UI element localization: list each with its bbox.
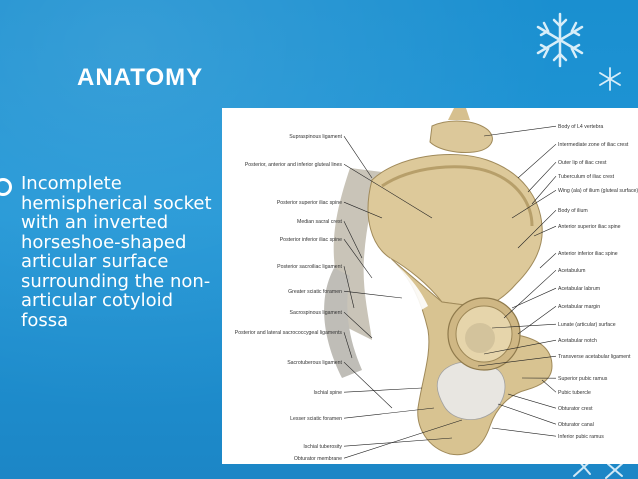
figure-label-right: Tuberculum of iliac crest [558,174,615,180]
figure-label-left: Lesser sciatic foramen [290,416,342,422]
leader-line [483,125,557,137]
leader-line [343,361,393,409]
leader-line [343,387,423,393]
figure-label-right: Acetabular margin [558,304,600,310]
leader-line [343,332,353,359]
figure-label-right: Body of L4 vertebra [558,124,603,130]
snowflake-small-icon [597,66,623,92]
leader-line [483,339,557,355]
leader-line [343,419,463,459]
figure-label-left: Sacrotuberous ligament [287,360,342,366]
leader-line [343,266,355,309]
figure-label-right: Obturator crest [558,406,593,412]
figure-label-left: Ischial tuberosity [303,444,342,450]
leader-line [343,221,363,259]
snowflake-large-icon [530,10,590,70]
figure-label-right: Intermediate zone of iliac crest [558,142,629,148]
figure-label-right: Wing (ala) of ilium (gluteal surface) [558,188,638,194]
figure-label-right: Outer lip of iliac crest [558,160,607,166]
figure-label-left: Supraspinous ligament [289,134,342,140]
figure-label-left: Posterior superior iliac spine [277,200,342,206]
leader-line [491,427,557,437]
figure-label-right: Body of ilium [558,208,588,214]
figure-label-right: Acetabulum [558,268,585,274]
figure-label-right: Inferior pubic ramus [558,434,604,440]
leader-line [343,437,453,447]
leader-line [511,189,557,219]
figure-label-left: Posterior, anterior and inferior gluteal… [245,162,343,168]
leader-line [507,393,557,409]
figure-label-right: Obturator canal [558,422,594,428]
leader-line [517,143,557,179]
figure-label-right: Pubic tubercle [558,390,591,396]
leader-line [503,269,557,319]
leader-line [477,355,557,367]
figure-label-left: Posterior sacroiliac ligament [277,264,342,270]
figure-label-left: Median sacral crest [297,219,343,225]
leader-line [343,163,433,219]
figure-label-left: Greater sciatic foramen [288,289,342,295]
leader-line [517,305,557,335]
leader-line [343,239,373,279]
figure-label-right: Acetabular labrum [558,286,600,292]
figure-label-left: Ischial spine [313,390,342,396]
leader-line [527,161,557,193]
leader-line [533,225,557,237]
leader-line [541,379,557,393]
hip-bone-drawing [324,108,553,456]
leader-line [531,176,557,205]
leader-line [343,311,373,339]
figure-label-right: Anterior superior iliac spine [558,224,621,230]
figure-label-right: Acetabular notch [558,338,597,344]
figure-label-right: Anterior inferior iliac spine [558,251,618,257]
figure-label-left: Sacrospinous ligament [290,310,343,316]
slide-title: ANATOMY [77,64,204,91]
figure-label-left: Posterior and lateral sacrococcygeal lig… [235,330,343,336]
leader-line [497,403,557,425]
leader-line [343,201,383,219]
figure-label-left: Obturator membrane [294,456,342,462]
figure-label-right: Lunate (articular) surface [558,322,616,328]
leader-line [343,136,373,179]
leader-line [511,287,557,309]
leader-line [517,209,557,249]
bullet-circle-icon [0,178,12,196]
figure-label-right: Transverse acetabular ligament [558,354,631,360]
bullet-text: Incomplete hemispherical socket with an … [21,173,212,331]
leader-line [539,252,557,269]
leader-line [343,290,403,299]
leader-line [491,323,557,329]
figure-label-left: Posterior inferior iliac spine [280,237,342,243]
leader-line [343,407,435,419]
figure-label-right: Superior pubic ramus [558,376,608,382]
